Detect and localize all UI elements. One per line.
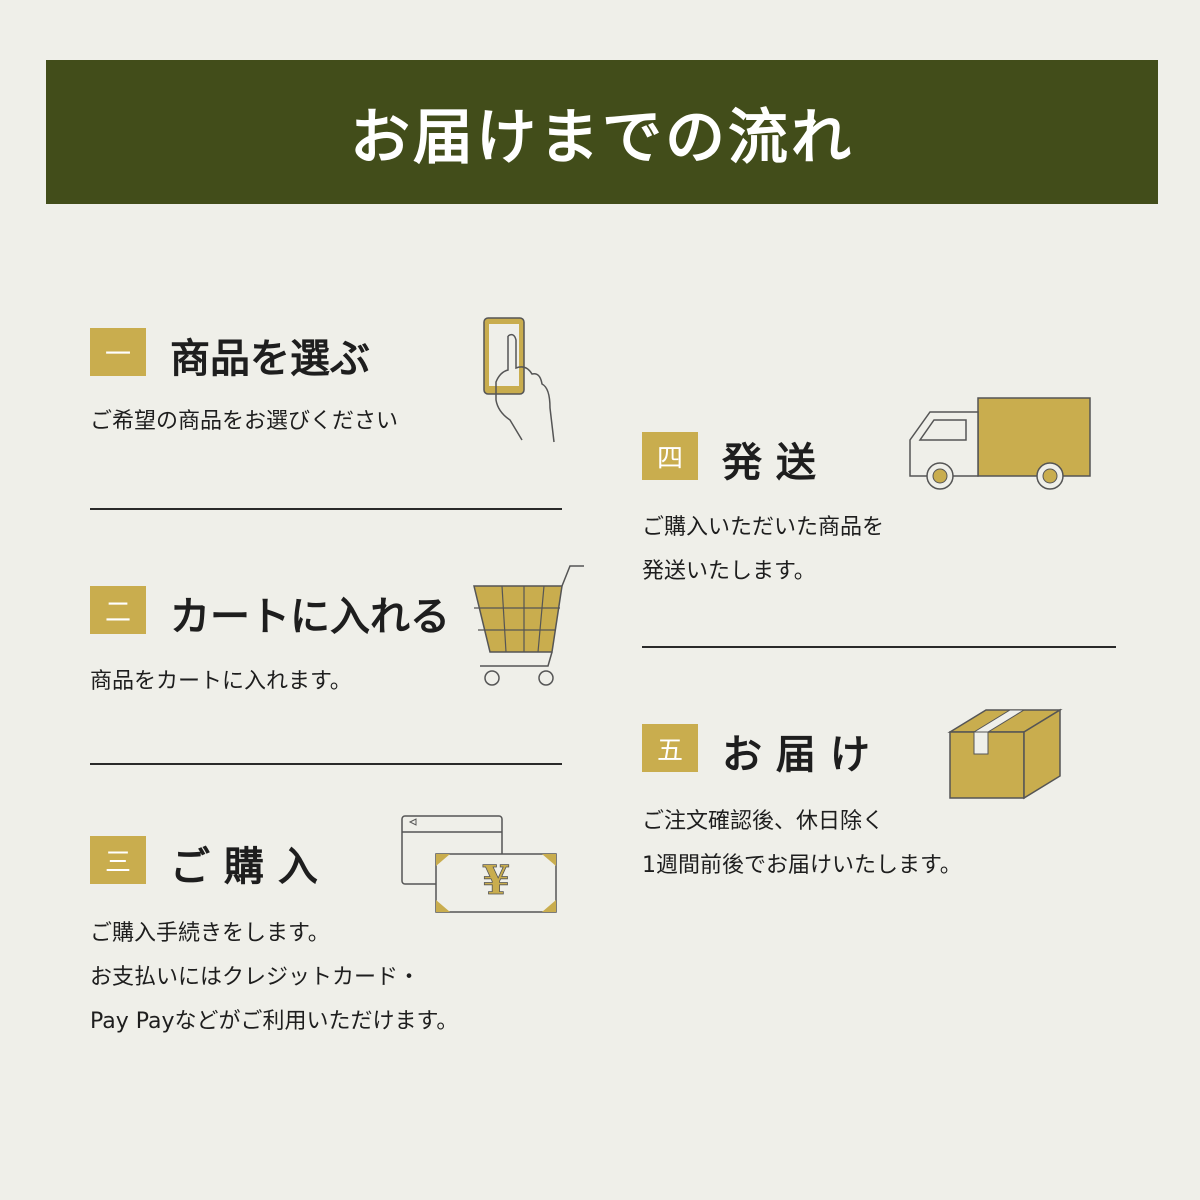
step-4-description: ご購入いただいた商品を 発送いたします。 — [642, 506, 884, 594]
step-1-title: 商品を選ぶ — [170, 335, 370, 382]
step-3-line-1: ご購入手続きをします。 — [90, 921, 330, 946]
card-and-yen-bill-icon: ¥ — [401, 815, 557, 913]
cardboard-box-icon — [947, 708, 1063, 800]
step-5-number-badge: 五 — [642, 724, 698, 772]
yen-symbol: ¥ — [482, 857, 510, 904]
step-2-divider — [90, 763, 562, 765]
step-5-line-1: ご注文確認後、休日除く — [642, 809, 885, 834]
step-3-description: ご購入手続きをします。 お支払いにはクレジットカード・ Pay Payなどがご利… — [90, 912, 458, 1044]
page-title: お届けまでの流れ — [350, 102, 854, 173]
step-5-line-2: 1週間前後でお届けいたします。 — [642, 853, 962, 878]
step-3-line-3: Pay Payなどがご利用いただけます。 — [90, 1009, 459, 1034]
step-4-divider — [642, 646, 1116, 648]
step-1-divider — [90, 508, 562, 510]
delivery-truck-icon — [909, 397, 1091, 490]
step-4-line-1: ご購入いただいた商品を — [642, 515, 885, 540]
step-5-description: ご注文確認後、休日除く 1週間前後でお届けいたします。 — [642, 800, 962, 888]
step-1-line-1: ご希望の商品をお選びください — [90, 409, 399, 434]
smartphone-hand-icon — [483, 317, 555, 443]
step-5-title: お 届 け — [722, 731, 870, 778]
step-3-title: ご 購 入 — [170, 843, 318, 890]
step-2-line-1: 商品をカートに入れます。 — [90, 669, 352, 694]
step-2-number-badge: 二 — [90, 586, 146, 634]
step-2-description: 商品をカートに入れます。 — [90, 660, 352, 704]
step-3-number-badge: 三 — [90, 836, 146, 884]
shopping-cart-icon — [473, 565, 584, 686]
step-1-description: ご希望の商品をお選びください — [90, 400, 398, 444]
step-4-title: 発 送 — [722, 439, 816, 486]
header-banner: お届けまでの流れ — [46, 60, 1158, 204]
step-2-title: カートに入れる — [170, 593, 450, 640]
step-3-line-2: お支払いにはクレジットカード・ — [90, 965, 421, 990]
step-4-number-badge: 四 — [642, 432, 698, 480]
step-1-number-badge: 一 — [90, 328, 146, 376]
step-4-line-2: 発送いたします。 — [642, 559, 816, 584]
